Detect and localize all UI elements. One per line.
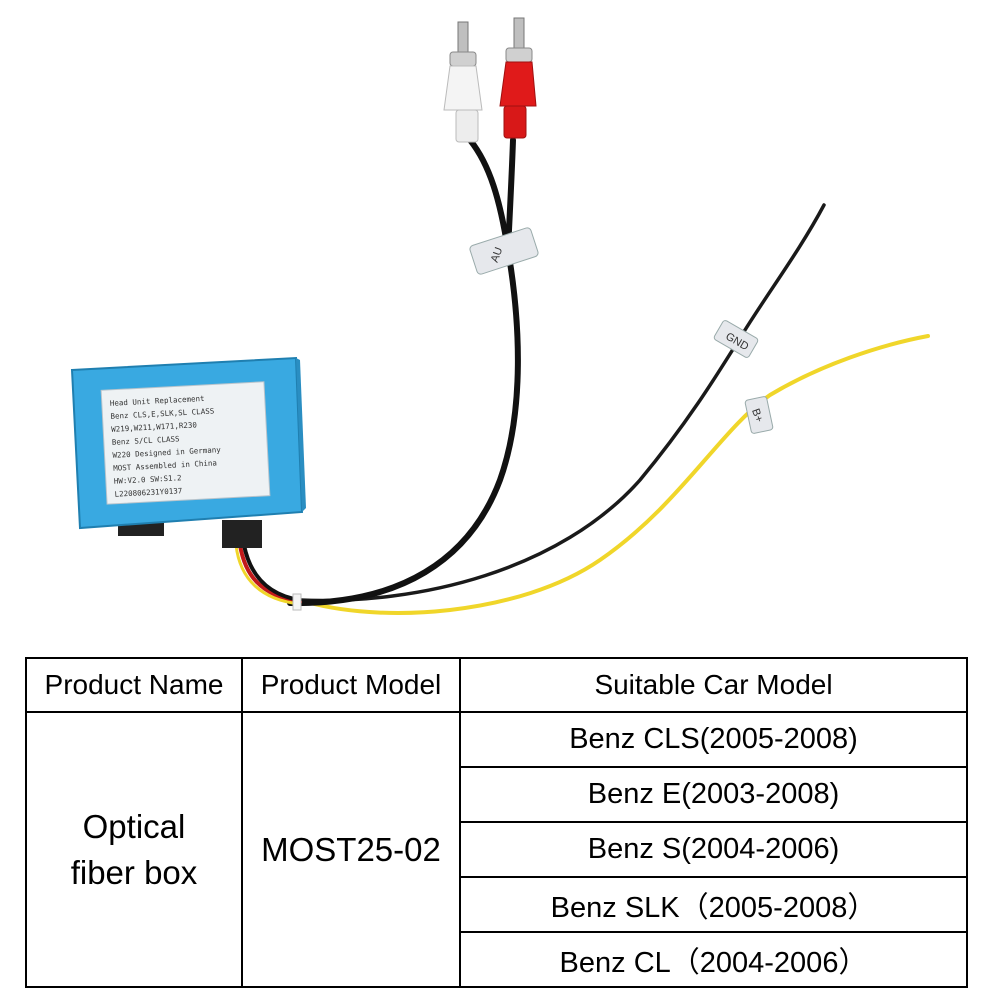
box-label-text: Head Unit Replacement Benz CLS,E,SLK,SL …: [110, 394, 222, 499]
car-model-cell: Benz CLS(2005-2008): [459, 711, 968, 768]
audio-wire-tag: AU: [469, 227, 539, 275]
table-row: Benz SLK（2005-2008）: [26, 876, 968, 933]
audio-cable: [287, 137, 521, 607]
header-suitable-car-model: Suitable Car Model: [459, 657, 968, 713]
power-wire-tag: B+: [744, 396, 774, 434]
svg-text:AU: AU: [489, 246, 506, 265]
rca-red-plug: [499, 17, 537, 139]
header-product-name: Product Name: [25, 657, 243, 713]
product-name-cell: Optical fiber box: [25, 711, 243, 988]
black-ground-wire: [298, 203, 826, 603]
table-row: Benz E(2003-2008): [26, 766, 968, 823]
product-name-line2: fiber box: [70, 853, 198, 891]
ground-wire-tag: GND: [713, 320, 759, 358]
car-model-cell: Benz E(2003-2008): [459, 766, 968, 823]
svg-text:L220806231Y0137: L220806231Y0137: [114, 486, 182, 499]
table-row: Benz S(2004-2006): [26, 821, 968, 878]
product-name-line1: Optical: [82, 807, 186, 845]
table-row: Benz CL（2004-2006）: [26, 931, 968, 988]
svg-text:B+: B+: [749, 407, 765, 424]
yellow-power-wire: [298, 334, 930, 615]
product-model-cell: MOST25-02: [241, 711, 461, 988]
table-header-row: Product Name Product Model Suitable Car …: [25, 657, 968, 713]
car-model-cell: Benz SLK（2005-2008）: [459, 876, 968, 933]
right-connector: [222, 520, 262, 548]
table-row: Optical fiber box MOST25-02 Benz CLS(200…: [25, 711, 968, 988]
optical-fiber-box: [70, 356, 306, 530]
rca-white-plug: [443, 21, 483, 143]
left-connector: [118, 522, 164, 536]
box-label: [100, 381, 271, 505]
svg-text:Benz S/CL CLASS: Benz S/CL CLASS: [112, 434, 181, 447]
car-model-cell: Benz CL（2004-2006）: [459, 931, 968, 988]
svg-text:HW:V2.0 SW:S1.2: HW:V2.0 SW:S1.2: [114, 473, 182, 486]
product-spec-table: Product Name Product Model Suitable Car …: [25, 657, 968, 988]
product-photo: AU GND B+ Head Unit Replacement Benz CLS…: [70, 17, 930, 615]
car-model-cell: Benz S(2004-2006): [459, 821, 968, 878]
header-product-model: Product Model: [241, 657, 461, 713]
